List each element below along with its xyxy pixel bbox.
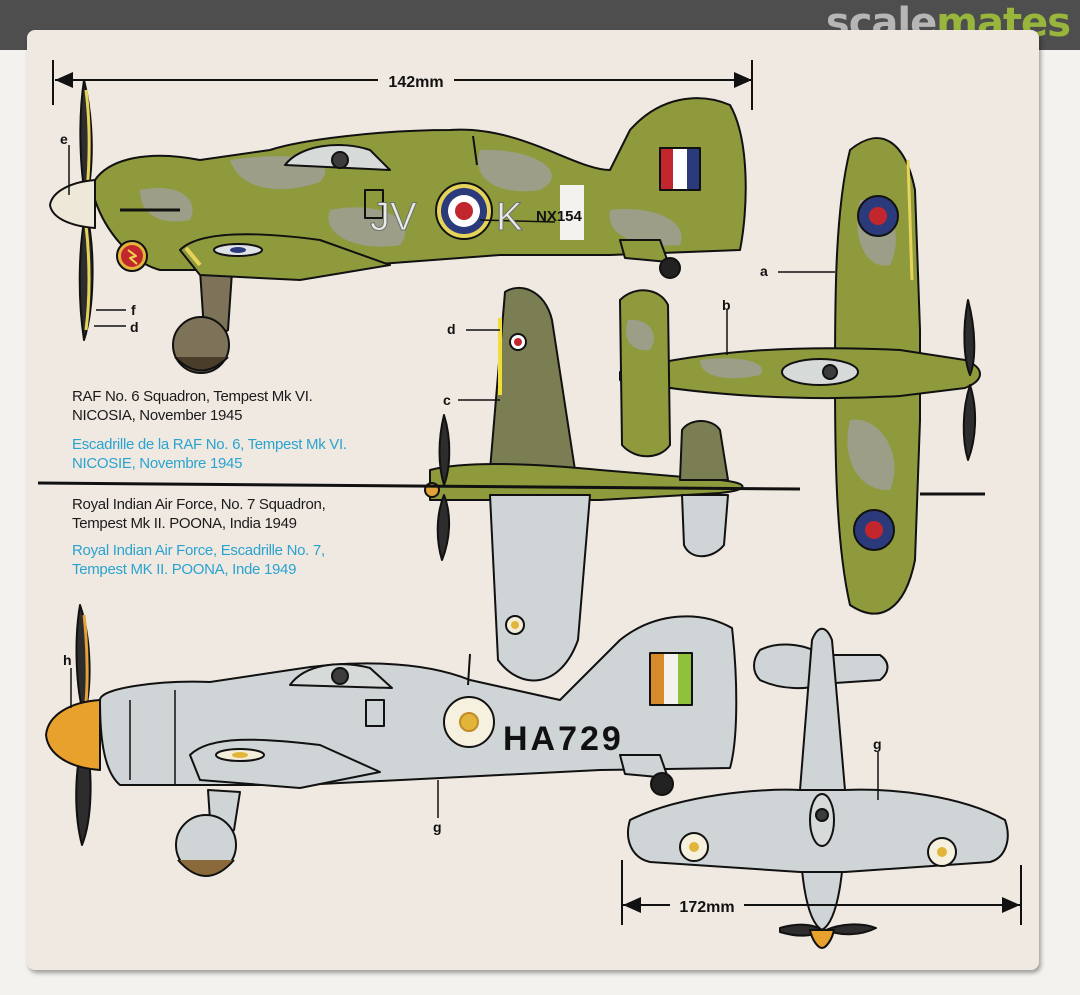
callout-labels: e f d a b d c h g g [60,131,882,835]
caption-line: Royal Indian Air Force, Escadrille No. 7… [72,542,325,559]
caption-line: Tempest Mk II. POONA, India 1949 [72,515,297,532]
aircraft1-serial: NX154 [536,208,583,225]
callout-h: h [63,652,72,668]
aircraft1-top-view [619,137,985,615]
dimension-label-top: 142mm [388,74,443,91]
callout-d-top: d [130,319,139,335]
aircraft2-side-view [45,604,738,877]
aircraft2-caption-french: Royal Indian Air Force, Escadrille No. 7… [72,541,325,579]
caption-line: Royal Indian Air Force, No. 7 Squadron, [72,496,326,513]
callout-a: a [760,263,768,279]
aircraft1-caption-english: RAF No. 6 Squadron, Tempest Mk VI. NICOS… [72,387,313,425]
dimension-label-bottom: 172mm [679,899,734,916]
callout-b: b [722,297,731,313]
dimension-142mm: 142mm [52,60,753,110]
caption-line: Escadrille de la RAF No. 6, Tempest Mk V… [72,436,347,453]
callout-e: e [60,131,68,147]
callout-d-middle: d [447,321,456,337]
aircraft1-side-view [49,79,747,374]
aircraft1-code-left: JV [370,195,417,239]
caption-line: NICOSIE, Novembre 1945 [72,455,243,472]
callout-g-top: g [873,736,882,752]
caption-line: NICOSIA, November 1945 [72,407,243,424]
aircraft2-caption-english: Royal Indian Air Force, No. 7 Squadron, … [72,495,326,533]
callout-g-side: g [433,819,442,835]
aircraft1-code-right: K [496,195,523,239]
section-divider [37,481,801,491]
caption-line: RAF No. 6 Squadron, Tempest Mk VI. [72,388,313,405]
dimension-172mm: 172mm [621,860,1022,925]
aircraft2-markings: HA729 [503,720,624,758]
callout-c: c [443,392,451,408]
callout-f: f [131,302,136,318]
aircraft2-top-view [627,627,1009,949]
aircraft1-caption-french: Escadrille de la RAF No. 6, Tempest Mk V… [72,435,347,473]
middle-profile-view [424,287,744,682]
caption-line: Tempest MK II. POONA, Inde 1949 [72,561,297,578]
callout-markers [68,145,879,818]
aircraft2-serial: HA729 [503,720,624,758]
scalemates-watermark: scalemates [826,0,1071,50]
aircraft1-markings: JV K NX154 [370,195,583,240]
